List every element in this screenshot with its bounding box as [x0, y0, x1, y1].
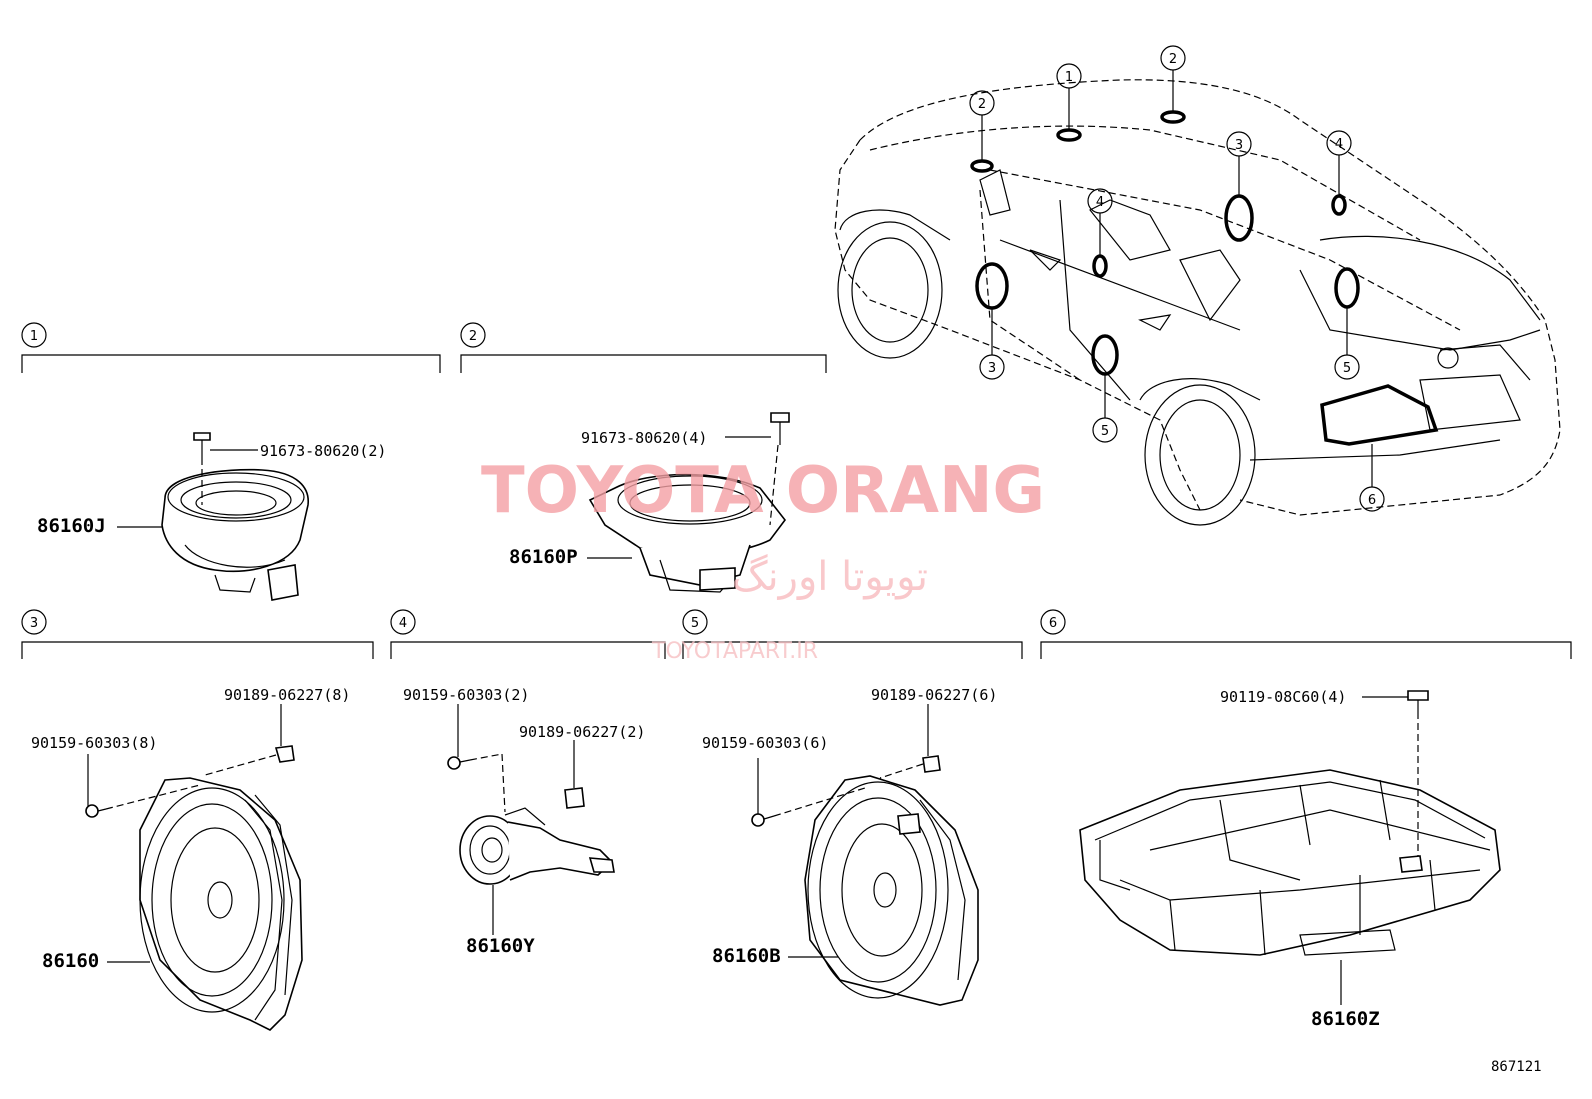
label-91673-80620-4: 91673-80620(4) [581, 429, 707, 447]
label-90159-60303-8: 90159-60303(8) [31, 734, 157, 752]
callout-5b: 5 [1092, 417, 1118, 443]
label-90189-06227-2: 90189-06227(2) [519, 723, 645, 741]
svg-text:3: 3 [988, 361, 996, 376]
callout-3b: 3 [979, 354, 1005, 380]
vehicle-illustration [834, 70, 1561, 526]
svg-text:4: 4 [399, 616, 407, 631]
svg-text:3: 3 [30, 616, 38, 631]
section-4-header: 4 [390, 609, 666, 659]
speaker-86160 [139, 777, 303, 1031]
callout-4b: 4 [1087, 188, 1113, 214]
label-86160Y: 86160Y [466, 935, 535, 957]
svg-text:3: 3 [1235, 138, 1243, 153]
bolt-91673-80620-a [193, 432, 258, 505]
label-90159-60303-6: 90159-60303(6) [702, 734, 828, 752]
svg-text:4: 4 [1096, 195, 1104, 210]
svg-text:6: 6 [1049, 616, 1057, 631]
speaker-86160J [161, 468, 309, 601]
label-90159-60303-2: 90159-60303(2) [403, 686, 529, 704]
label-90119-08C60-4: 90119-08C60(4) [1220, 688, 1346, 706]
callout-5a: 5 [1334, 354, 1360, 380]
figure-ref: 867121 [1491, 1059, 1542, 1075]
tweeter-86160Y [459, 807, 615, 885]
callout-3a: 3 [1226, 131, 1252, 157]
clip-90189-06227-6 [879, 704, 941, 779]
svg-text:5: 5 [691, 616, 699, 631]
clip-90189-06227-8 [204, 704, 295, 776]
section-6-header: 6 [1040, 609, 1572, 659]
svg-text:2: 2 [1169, 52, 1177, 67]
svg-text:2: 2 [978, 97, 986, 112]
label-86160Z: 86160Z [1311, 1008, 1380, 1030]
clip-90189-06227-2 [564, 740, 585, 809]
section-2-header: 2 [460, 322, 827, 373]
svg-text:5: 5 [1101, 424, 1109, 439]
watermark-arabic: تویوتا اورنگ [732, 554, 928, 600]
bolt-90119-08C60-4 [1362, 690, 1429, 856]
label-90189-06227-6: 90189-06227(6) [871, 686, 997, 704]
watermark-site: TOYOTAPART.IR [651, 639, 818, 664]
svg-text:1: 1 [1065, 70, 1073, 85]
svg-text:4: 4 [1335, 137, 1343, 152]
label-86160B: 86160B [712, 945, 781, 967]
screw-90159-60303-8 [85, 754, 201, 818]
label-86160P: 86160P [509, 546, 578, 568]
callout-1: 1 [1056, 63, 1082, 89]
callout-2b: 2 [1160, 45, 1186, 71]
amplifier-86160Z [1079, 769, 1501, 956]
callout-2a: 2 [969, 90, 995, 116]
screw-90159-60303-6 [751, 758, 866, 827]
callout-6: 6 [1359, 486, 1385, 512]
label-90189-06227-8: 90189-06227(8) [224, 686, 350, 704]
svg-text:5: 5 [1343, 361, 1351, 376]
watermark-brand: TOYOTA ORANG [481, 454, 1045, 528]
label-86160J: 86160J [37, 515, 106, 537]
section-1-header: 1 [21, 322, 441, 373]
screw-90159-60303-2 [447, 704, 506, 813]
speaker-86160P [588, 473, 787, 593]
svg-text:6: 6 [1368, 493, 1376, 508]
svg-text:2: 2 [469, 329, 477, 344]
section-5-header: 5 [682, 609, 1023, 659]
svg-text:1: 1 [30, 329, 38, 344]
label-91673-80620-2: 91673-80620(2) [260, 442, 386, 460]
bolt-91673-80620-b [725, 412, 790, 526]
section-3-header: 3 [21, 609, 374, 659]
callout-4a: 4 [1326, 130, 1352, 156]
speaker-86160B [804, 775, 979, 1006]
label-86160: 86160 [42, 950, 99, 972]
